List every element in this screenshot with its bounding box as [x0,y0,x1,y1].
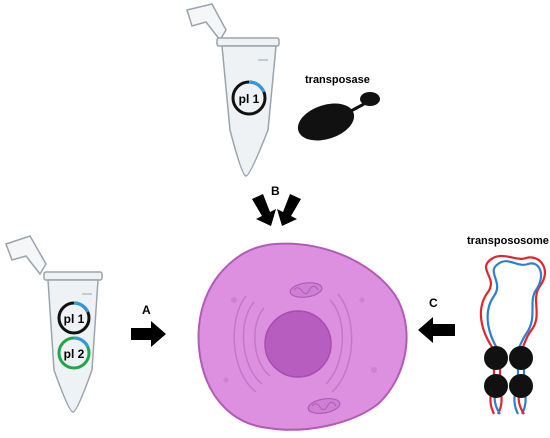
plasmid-left-pl2: pl 2 [57,336,91,370]
plasmid-label-left-lower: pl 2 [64,347,85,361]
plasmid-top-pl1: pl 1 [231,80,267,116]
arrow-b-right [277,194,301,226]
arrow-c [418,317,455,343]
transposase-label: transposase [305,74,370,86]
plasmid-label-top: pl 1 [239,92,260,106]
plasmid-label-left-upper: pl 1 [64,312,85,326]
arrow-c-label: C [429,296,438,310]
plasmid-left-pl1: pl 1 [57,301,91,335]
arrow-a [131,321,166,347]
arrow-b-label: B [271,184,280,198]
cell [197,242,408,431]
arrow-b-left [252,194,276,226]
transpososome-protein-icon [484,346,533,398]
nucleus [264,310,332,378]
top-tube [186,3,280,177]
transpososome-label: transpososome [467,235,549,247]
transposase-protein-icon [297,92,380,141]
arrow-a-label: A [142,303,151,317]
